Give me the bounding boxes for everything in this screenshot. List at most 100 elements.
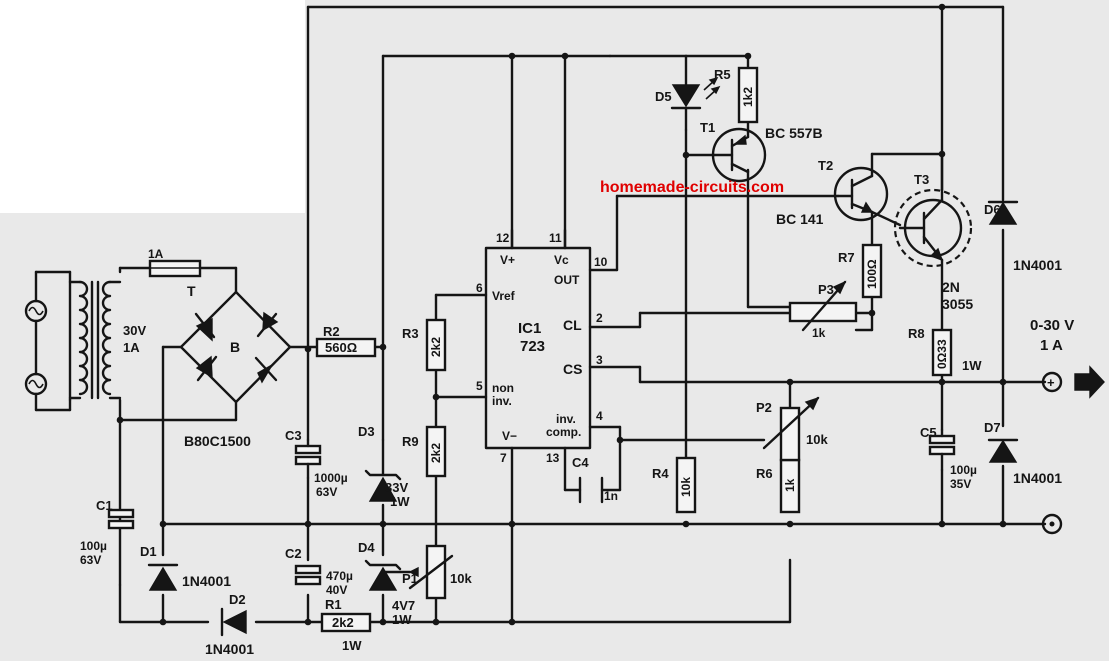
c3-ref: C3 (285, 428, 302, 443)
c3-value: 1000µ (314, 471, 348, 485)
pin-cs: CS (563, 361, 582, 377)
resistor-r4 (675, 456, 697, 514)
r7-value: 100Ω (865, 259, 879, 289)
pin-3: 3 (596, 353, 603, 367)
r6-value: 1k (783, 478, 797, 492)
output-voltage: 0-30 V (1030, 317, 1074, 334)
wiring (34, 5, 1047, 624)
output-ground-terminal (1041, 513, 1063, 535)
resistor-r5 (737, 66, 759, 124)
resistor-r9 (425, 425, 447, 478)
c2-voltage: 40V (326, 583, 347, 597)
d7-ref: D7 (984, 420, 1001, 435)
bridge-label: B (230, 339, 240, 355)
d6-part: 1N4001 (1013, 257, 1062, 273)
pin-7: 7 (500, 451, 507, 465)
transistor-t3 (893, 188, 973, 268)
bridge-part: B80C1500 (184, 433, 251, 449)
r2-value: 560Ω (325, 340, 357, 355)
capacitor-c4 (578, 476, 604, 504)
pin-vplus: V+ (500, 253, 515, 267)
watermark: homemade-circuits.com (600, 179, 784, 196)
pin-13: 13 (546, 451, 560, 465)
d7-part: 1N4001 (1013, 470, 1062, 486)
pin-12: 12 (496, 231, 510, 245)
pin-10: 10 (594, 255, 608, 269)
r9-ref: R9 (402, 434, 419, 449)
ic-ref: IC1 (518, 320, 541, 337)
pin-inv-line2: comp. (546, 425, 581, 439)
capacitor-c3 (294, 438, 322, 480)
p3-value: 1k (812, 326, 826, 340)
d4-value: 4V7 (392, 598, 415, 613)
t3-part-line1: 2N (942, 279, 960, 295)
t3-part-line2: 3055 (942, 296, 973, 312)
secondary-current: 1A (123, 340, 140, 355)
c2-ref: C2 (285, 546, 302, 561)
c4-value: 1n (604, 489, 618, 503)
c5-voltage: 35V (950, 477, 971, 491)
zener-d3 (364, 469, 402, 502)
d4-power: 1W (392, 612, 412, 627)
pin-noninv-line1: non (492, 381, 514, 395)
ac-source-icon (24, 299, 48, 396)
resistor-r7 (861, 243, 883, 299)
resistor-r3 (425, 318, 447, 372)
bridge-rectifier (194, 311, 279, 384)
pin-vc: Vc (554, 253, 569, 267)
r1-value: 2k2 (332, 615, 354, 630)
d2-part: 1N4001 (205, 641, 254, 657)
r8-ref: R8 (908, 326, 925, 341)
pin-noninv-line2: inv. (492, 394, 512, 408)
d1-ref: D1 (140, 544, 157, 559)
potentiometer-p3 (788, 280, 858, 332)
p3-ref: P3 (818, 282, 834, 297)
pin-2: 2 (596, 311, 603, 325)
c5-value: 100µ (950, 463, 977, 477)
d2-ref: D2 (229, 592, 246, 607)
r3-value: 2k2 (429, 337, 443, 357)
pin-inv-line1: inv. (556, 412, 576, 426)
p2-ref: P2 (756, 400, 772, 415)
output-plus-terminal (1041, 365, 1105, 399)
r8-value: 0Ω33 (935, 339, 949, 369)
c2-value: 470µ (326, 569, 353, 583)
c1-value: 100µ (80, 539, 107, 553)
pin-4: 4 (596, 409, 603, 423)
c1-ref: C1 (96, 498, 113, 513)
pin-out: OUT (554, 273, 580, 287)
output-plus-sign: + (1047, 375, 1055, 390)
ic-723 (484, 228, 592, 450)
r4-ref: R4 (652, 466, 669, 481)
r5-ref: R5 (714, 67, 731, 82)
pin-5: 5 (476, 379, 483, 393)
diode-d7 (987, 438, 1019, 463)
zener-d4 (364, 559, 402, 591)
capacitor-c5 (928, 428, 956, 472)
d1-part: 1N4001 (182, 573, 231, 589)
ic-part: 723 (520, 338, 545, 355)
transistor-t2 (833, 166, 889, 222)
pin-6: 6 (476, 281, 483, 295)
pin-vminus: V− (502, 429, 517, 443)
t1-part: BC 557B (765, 125, 823, 141)
r2-ref: R2 (323, 324, 340, 339)
c3-voltage: 63V (316, 485, 337, 499)
led-d5 (670, 76, 721, 110)
transformer-label: T (187, 283, 196, 299)
diode-d6 (987, 200, 1019, 225)
resistor-r8 (931, 328, 953, 377)
d5-ref: D5 (655, 89, 672, 104)
pin-cl: CL (563, 317, 582, 333)
d3-power: 1W (390, 494, 410, 509)
r7-ref: R7 (838, 250, 855, 265)
diode-d2 (220, 607, 247, 637)
t2-ref: T2 (818, 158, 833, 173)
c5-ref: C5 (920, 425, 937, 440)
resistor-r2 (315, 337, 377, 358)
r8-power: 1W (962, 358, 982, 373)
r6-ref: R6 (756, 466, 773, 481)
r1-ref: R1 (325, 597, 342, 612)
diode-d1 (147, 563, 179, 591)
